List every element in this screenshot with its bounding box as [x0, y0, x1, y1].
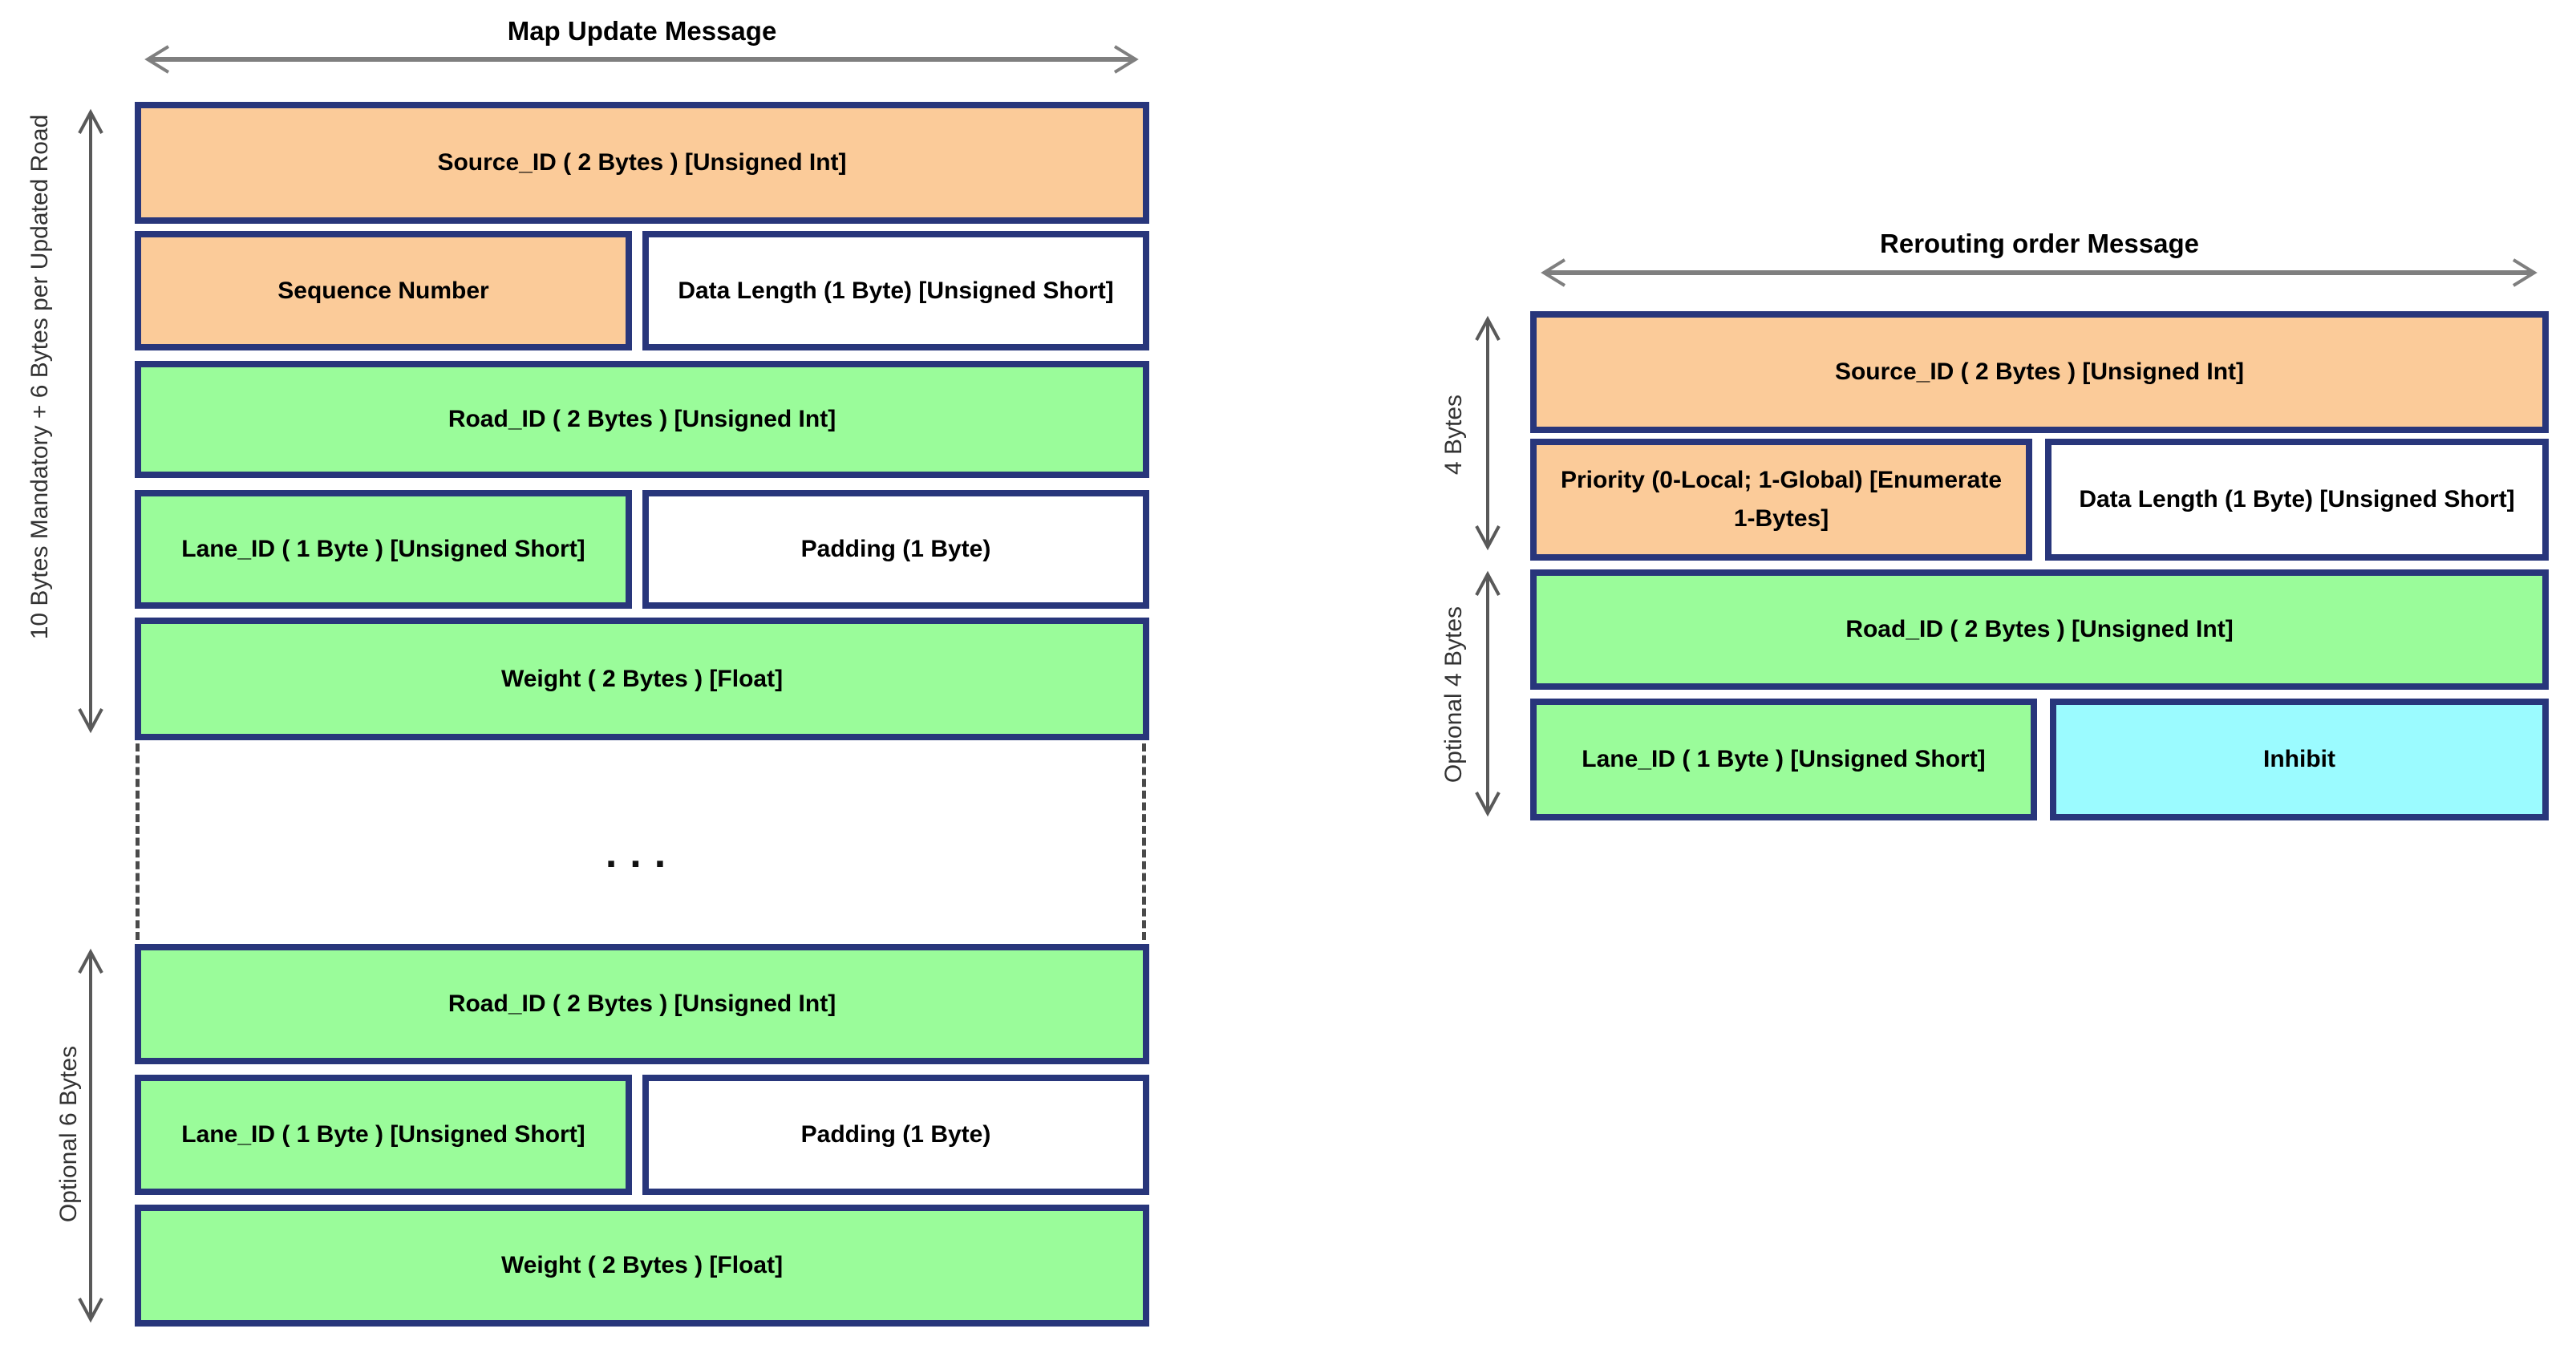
- field-lane-id: Lane_ID ( 1 Byte ) [Unsigned Short]: [135, 1075, 632, 1195]
- map-update-title: Map Update Message: [507, 16, 777, 46]
- dashed-continuation-right: [1142, 743, 1146, 940]
- field-padding: Padding (1 Byte): [642, 1075, 1149, 1195]
- field-source-id: Source_ID ( 2 Bytes ) [Unsigned Int]: [135, 102, 1149, 224]
- field-road-id: Road_ID ( 2 Bytes ) [Unsigned Int]: [1530, 569, 2549, 690]
- field-sequence-number: Sequence Number: [135, 231, 632, 350]
- four-bytes-arrow: [1470, 311, 1505, 555]
- field-data-length: Data Length (1 Byte) [Unsigned Short]: [2045, 439, 2549, 561]
- field-road-id: Road_ID ( 2 Bytes ) [Unsigned Int]: [135, 944, 1149, 1064]
- field-weight: Weight ( 2 Bytes ) [Float]: [135, 618, 1149, 740]
- mandatory-bytes-arrow: [73, 104, 108, 738]
- field-data-length: Data Length (1 Byte) [Unsigned Short]: [642, 231, 1149, 350]
- field-padding: Padding (1 Byte): [642, 490, 1149, 609]
- dashed-continuation-left: [136, 743, 140, 940]
- field-lane-id: Lane_ID ( 1 Byte ) [Unsigned Short]: [1530, 699, 2037, 820]
- field-lane-id: Lane_ID ( 1 Byte ) [Unsigned Short]: [135, 490, 632, 609]
- optional-6-bytes-arrow: [73, 944, 108, 1327]
- repetition-ellipsis: ...: [605, 830, 679, 877]
- rerouting-title: Rerouting order Message: [1880, 229, 2199, 258]
- field-priority: Priority (0-Local; 1-Global) [Enumerate …: [1530, 439, 2032, 561]
- optional-4-bytes-arrow: [1470, 566, 1505, 821]
- rerouting-width-arrow: [1534, 255, 2544, 290]
- field-weight: Weight ( 2 Bytes ) [Float]: [135, 1205, 1149, 1327]
- map-update-width-arrow: [138, 42, 1145, 77]
- field-road-id: Road_ID ( 2 Bytes ) [Unsigned Int]: [135, 361, 1149, 478]
- field-inhibit: Inhibit: [2050, 699, 2549, 820]
- field-source-id: Source_ID ( 2 Bytes ) [Unsigned Int]: [1530, 311, 2549, 433]
